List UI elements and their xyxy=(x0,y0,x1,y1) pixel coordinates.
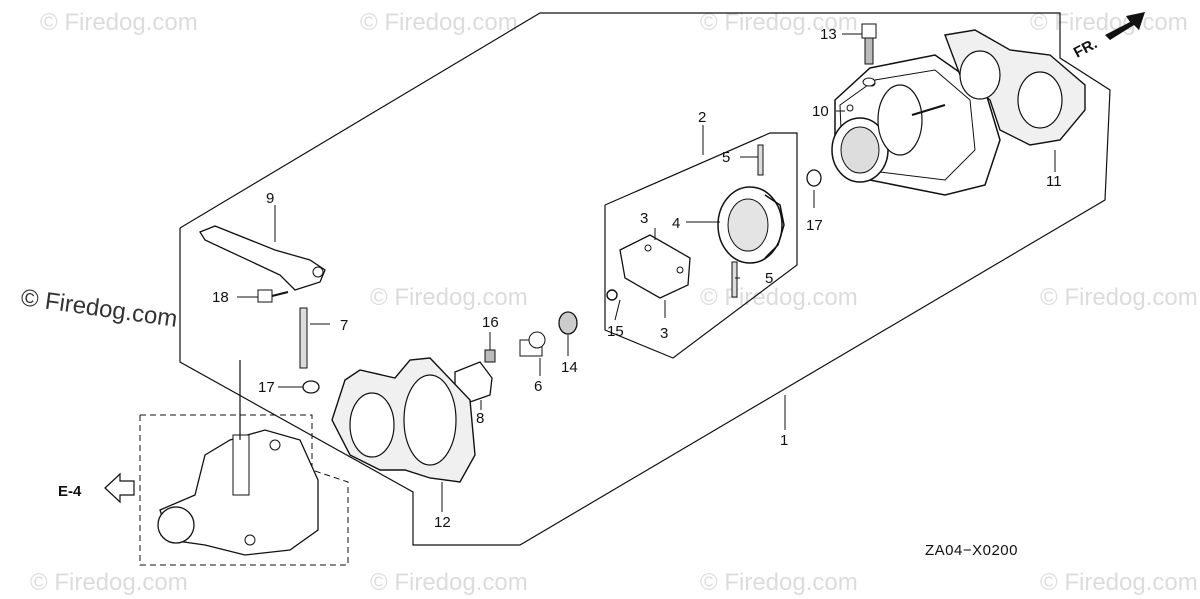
watermark: © Firedog.com xyxy=(370,284,528,311)
front-label: FR. xyxy=(1071,35,1100,61)
part-15-clip xyxy=(606,289,618,301)
callout-labels: 1 2 3 3 4 5 5 6 7 8 9 10 11 12 13 14 15 … xyxy=(212,26,1062,531)
callout-12: 12 xyxy=(434,514,451,531)
watermark-dark: © Firedog.com xyxy=(19,284,179,333)
watermark: © Firedog.com xyxy=(1040,284,1198,311)
watermark: © Firedog.com xyxy=(370,569,528,596)
part-10-housing xyxy=(831,54,1001,196)
callout-9: 9 xyxy=(266,190,274,207)
subassembly-outline xyxy=(604,132,798,359)
watermark: © Firedog.com xyxy=(40,9,198,36)
reference-box xyxy=(139,414,349,566)
part-5-pin xyxy=(731,261,738,298)
callout-15: 15 xyxy=(607,323,624,340)
callout-1: 1 xyxy=(780,432,788,449)
watermark: © Firedog.com xyxy=(1040,569,1198,596)
callout-18: 18 xyxy=(212,289,229,306)
callout-3: 3 xyxy=(640,210,648,227)
callout-16: 16 xyxy=(482,314,499,331)
watermark: © Firedog.com xyxy=(700,284,858,311)
callout-6: 6 xyxy=(534,378,542,395)
callout-14: 14 xyxy=(561,359,578,376)
part-17-washer xyxy=(806,169,822,187)
part-13-screw xyxy=(861,23,877,87)
callout-4: 4 xyxy=(672,215,680,232)
callout-5: 5 xyxy=(765,270,773,287)
watermark: © Firedog.com xyxy=(700,569,858,596)
reference-label: E-4 xyxy=(58,483,82,500)
part-4-rotor xyxy=(717,186,785,264)
part-18-bolt xyxy=(257,289,289,303)
callout-8: 8 xyxy=(476,410,484,427)
part-17-washer xyxy=(302,380,320,394)
part-3-bracket xyxy=(619,234,691,299)
watermark-layer: © Firedog.com © Firedog.com © Firedog.co… xyxy=(30,9,1198,596)
watermark: © Firedog.com xyxy=(30,569,188,596)
callout-13: 13 xyxy=(820,26,837,43)
watermark: © Firedog.com xyxy=(360,9,518,36)
callout-3: 3 xyxy=(660,325,668,342)
callout-5: 5 xyxy=(722,149,730,166)
part-6-bushing xyxy=(519,331,546,357)
part-16-screw xyxy=(484,349,496,363)
reference-arrow: E-4 xyxy=(58,472,135,504)
part-9-lever xyxy=(199,225,326,291)
callout-10: 10 xyxy=(812,103,829,120)
assembly-outline xyxy=(179,12,1111,546)
part-14-seal xyxy=(558,311,578,335)
diagram-code: ZA04−X0200 xyxy=(925,542,1018,559)
reference-housing xyxy=(157,360,319,556)
part-7-shaft xyxy=(299,307,308,369)
callout-2: 2 xyxy=(698,109,706,126)
callout-17: 17 xyxy=(258,379,275,396)
part-11-gasket xyxy=(944,29,1086,146)
part-5-pin xyxy=(757,144,764,176)
part-12-gasket xyxy=(331,357,476,483)
leader-lines xyxy=(237,33,1056,512)
callout-7: 7 xyxy=(340,317,348,334)
callout-17: 17 xyxy=(806,217,823,234)
callout-11: 11 xyxy=(1046,173,1062,190)
